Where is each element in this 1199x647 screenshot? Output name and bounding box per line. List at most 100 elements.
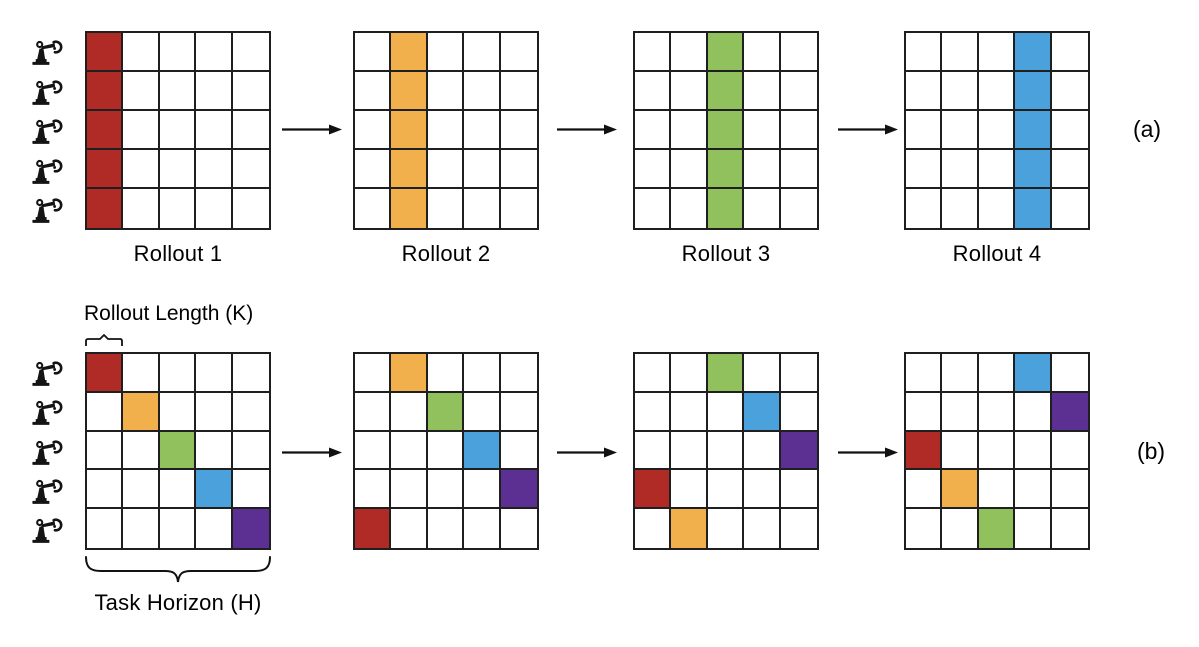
grid-cell [501,509,537,548]
grid-cell [391,392,428,432]
grid-cell [355,354,392,393]
grid-cell [159,470,197,510]
grid-cell [87,392,124,432]
grid-cell [671,354,708,393]
grid-cell [978,111,1016,150]
grid-cell [1051,354,1088,393]
grid-cell [1051,392,1088,432]
grid-cell [906,509,943,548]
robot-arm-icon [31,190,65,229]
task-horizon-label: Task Horizon (H) [94,590,262,615]
robot-arm-icon [31,353,65,392]
grid-a-2 [353,31,539,230]
grid-cell [501,189,537,228]
grid-cell [159,354,197,393]
grid-cell [942,354,979,393]
grid-b-2 [353,352,539,550]
grid-cell [464,431,501,471]
grid-cell [707,392,745,432]
grid-cell [635,470,672,510]
grid-cell [671,150,708,189]
grid-cell [232,470,269,510]
grid-cell [355,189,392,228]
grid-cell [464,509,501,548]
grid-cell [780,111,817,150]
grid-cell [427,392,465,432]
right-arrow-icon [838,124,898,135]
grid-cell [635,431,672,471]
grid-cell [708,509,745,548]
rollout-length-label: Rollout Length (K) [84,302,254,325]
grid-cell [159,33,197,72]
grid-cell [427,470,465,510]
grid-b-1 [85,352,271,550]
grid-cell [232,354,269,393]
grid-cell [87,111,124,150]
grid-cell [464,72,501,111]
grid-b-4 [904,352,1090,550]
grid-cell [1052,509,1088,548]
grid-cell [428,509,465,548]
grid-cell [780,431,817,471]
grid-cell [1015,72,1052,111]
grid-b-3 [633,352,819,550]
grid-cell [635,72,672,111]
grid-cell [232,111,269,150]
grid-cell [707,470,745,510]
grid-cell [123,189,160,228]
grid-a-3 [633,31,819,230]
grid-cell [355,150,392,189]
grid-cell [355,431,392,471]
grid-cell [906,392,943,432]
grid-cell [671,431,708,471]
grid-cell [744,470,781,510]
grid-cell [196,33,233,72]
grid-cell [427,111,465,150]
grid-cell [232,509,269,548]
grid-cell [123,354,160,393]
grid-cell [1052,189,1088,228]
grid-cell [1015,470,1052,510]
grid-cell [123,392,160,432]
grid-cell [707,33,745,72]
grid-cell [500,393,537,432]
right-arrow-icon [282,447,342,458]
right-arrow-icon [282,124,342,135]
grid-cell [906,111,943,150]
grid-cell [906,150,943,189]
grid-cell [123,431,160,471]
grid-cell [428,189,465,228]
grid-cell [635,150,672,189]
grid-cell [744,431,781,471]
grid-cell [196,150,233,189]
grid-a-4 [904,31,1090,230]
grid-cell [906,189,943,228]
grid-cell [87,72,124,111]
grid-cell [232,432,269,471]
robot-arm-icon [31,32,65,71]
grid-cell [671,509,708,548]
grid-cell [464,354,501,393]
grid-cell [232,393,269,432]
grid-cell [123,72,160,111]
grid-cell [635,111,672,150]
grid-cell [942,150,979,189]
grid-cell [160,189,197,228]
grid-cell [123,470,160,510]
grid-cell [1015,431,1052,471]
grid-cell [942,72,979,111]
grid-cell [159,72,197,111]
grid-cell [355,509,392,548]
grid-cell [780,150,817,189]
grid-cell [1015,150,1052,189]
grid-cell [123,33,160,72]
grid-cell [123,509,160,548]
grid-cell [942,189,979,228]
robot-arm-icon [31,392,65,431]
grid-cell [355,111,392,150]
robot-arm-icon [31,432,65,471]
grid-cell [1015,509,1052,548]
grid-cell [635,33,672,72]
grid-cell [464,392,501,432]
